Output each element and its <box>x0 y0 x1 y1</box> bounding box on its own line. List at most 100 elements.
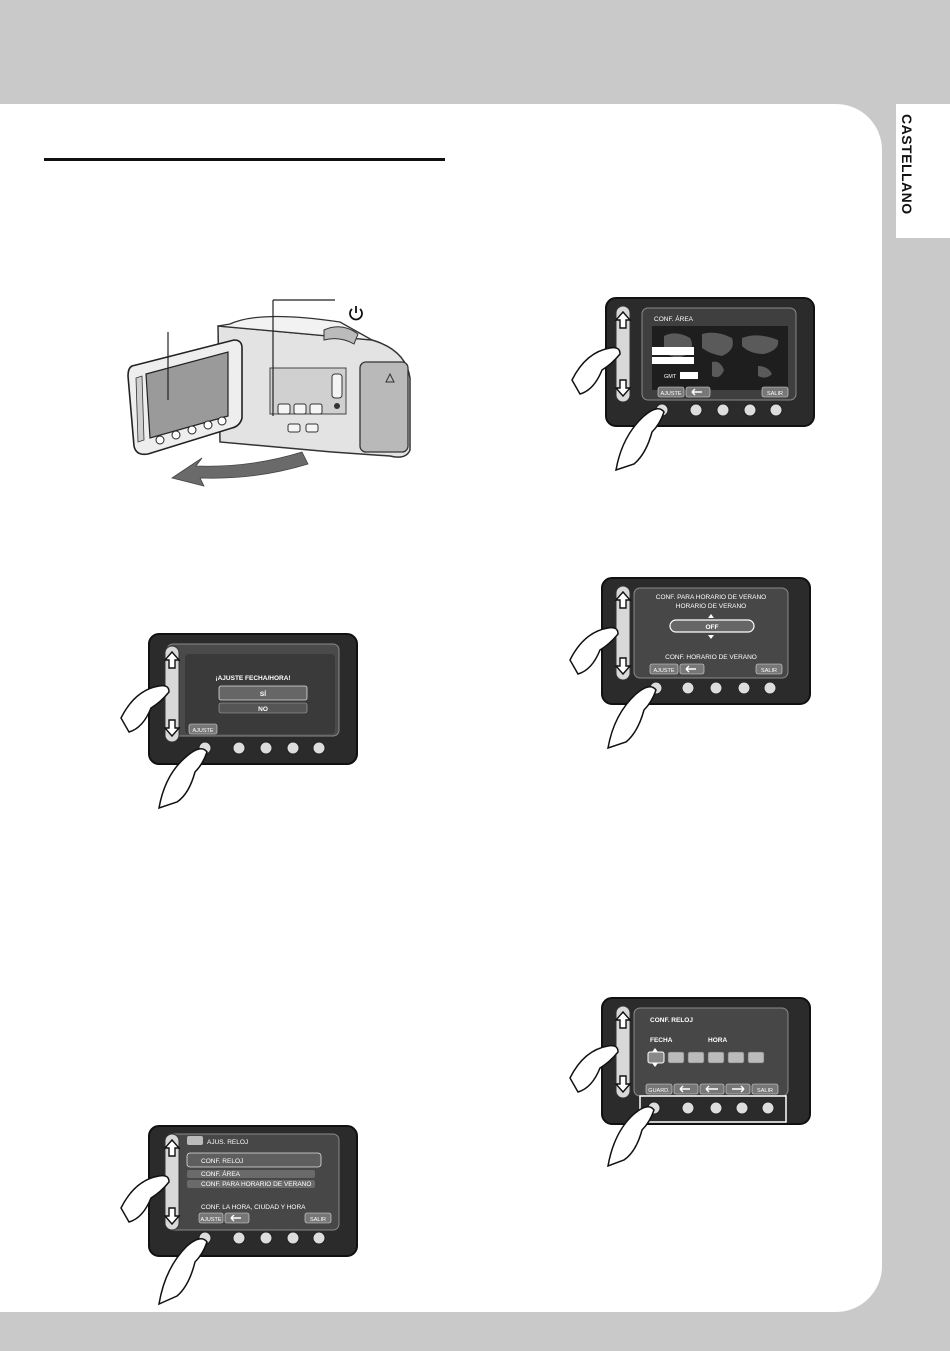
lcd-key-2[interactable] <box>232 741 246 755</box>
option-yes[interactable] <box>218 685 308 701</box>
hand-icon <box>607 1106 655 1168</box>
dst-value: OFF <box>706 624 719 631</box>
value-down-icon <box>652 1063 658 1067</box>
menu-key[interactable] <box>769 403 783 417</box>
up-arrow-icon <box>163 1138 181 1157</box>
lcd-date-prompt-figure: ¡AJUSTE FECHA/HORA! SÍ NO AJUSTE <box>120 633 358 810</box>
set-button[interactable] <box>188 723 218 735</box>
lcd-clock-set-figure: CONF. RELOJ FECHA HORA GUARD. SALIR <box>569 997 811 1168</box>
up-arrow-icon <box>614 310 632 329</box>
lcd-key-2[interactable] <box>689 403 703 417</box>
set-button-label: AJUSTE <box>653 668 674 674</box>
lcd-area-figure: CONF. ÁREA GMT AJUSTE SALIR <box>571 297 815 472</box>
down-arrow-icon <box>163 719 181 738</box>
exit-button-label: SALIR <box>767 391 783 397</box>
down-arrow-icon <box>614 657 632 676</box>
hand-icon <box>571 346 621 395</box>
set-button[interactable] <box>649 663 679 675</box>
dst-subtitle: HORARIO DE VERANO <box>676 603 746 610</box>
down-arrow-icon <box>163 1207 181 1226</box>
save-button[interactable] <box>645 1083 673 1095</box>
time-field[interactable] <box>727 1051 745 1064</box>
section-heading-rule <box>44 158 445 161</box>
menu-header: AJUS. RELOJ <box>207 1139 248 1146</box>
time-field[interactable] <box>707 1051 725 1064</box>
lcd-key-3[interactable] <box>259 1231 273 1245</box>
option-no-label: NO <box>258 706 268 713</box>
lcd-key-4[interactable] <box>743 403 757 417</box>
return-arrow-icon <box>691 388 702 396</box>
lcd-key-4[interactable] <box>737 681 751 695</box>
hand-icon <box>569 626 619 675</box>
power-icon <box>349 306 363 321</box>
lcd-clock-menu-figure: AJUS. RELOJ CONF. RELOJ CONF. ÁREA CONF.… <box>120 1125 358 1306</box>
set-button-label: AJUSTE <box>200 1217 221 1223</box>
dst-title: CONF. PARA HORARIO DE VERANO <box>656 594 766 601</box>
menu-hint: CONF. LA HORA, CIUDAD Y HORA <box>201 1204 306 1211</box>
lcd-key-3[interactable] <box>709 681 723 695</box>
date-field[interactable] <box>667 1051 685 1064</box>
right-arrow-icon <box>732 1085 745 1093</box>
return-arrow-icon <box>679 1085 690 1093</box>
dst-value-field[interactable] <box>669 619 755 633</box>
up-arrow-icon <box>614 1010 632 1029</box>
lcd-dst-figure: CONF. PARA HORARIO DE VERANO HORARIO DE … <box>569 577 811 750</box>
up-arrow-icon <box>614 590 632 609</box>
lcd-key-4[interactable] <box>286 741 300 755</box>
exit-button[interactable] <box>751 1083 779 1095</box>
lcd-key-2[interactable] <box>681 681 695 695</box>
area-title: CONF. ÁREA <box>654 314 694 323</box>
hand-icon <box>607 686 657 750</box>
value-up-icon <box>708 614 714 618</box>
clock-set-title: CONF. RELOJ <box>650 1017 693 1024</box>
value-down-icon <box>708 635 714 639</box>
lcd-key-3[interactable] <box>259 741 273 755</box>
lcd-key-3[interactable] <box>709 1101 723 1115</box>
lcd-key-2[interactable] <box>681 1101 695 1115</box>
camcorder-illustration <box>127 299 411 487</box>
exit-button[interactable] <box>304 1212 332 1224</box>
menu-item-area[interactable] <box>187 1170 315 1178</box>
exit-button-label: SALIR <box>757 1088 773 1094</box>
menu-key[interactable] <box>312 1231 326 1245</box>
set-button[interactable] <box>198 1212 224 1224</box>
menu-item-dst-label: CONF. PARA HORARIO DE VERANO <box>201 1181 311 1188</box>
time-label: HORA <box>708 1037 727 1044</box>
date-label: FECHA <box>650 1037 673 1044</box>
set-button-label: AJUSTE <box>660 391 681 397</box>
return-arrow-icon <box>685 665 696 673</box>
date-field[interactable] <box>647 1051 665 1064</box>
clock-menu-icon <box>187 1136 203 1145</box>
menu-item-clock[interactable] <box>186 1152 322 1168</box>
time-field[interactable] <box>747 1051 765 1064</box>
menu-item-clock-label: CONF. RELOJ <box>201 1158 243 1165</box>
option-no[interactable] <box>218 702 308 714</box>
menu-key[interactable] <box>763 681 777 695</box>
date-field[interactable] <box>687 1051 705 1064</box>
exit-button[interactable] <box>761 386 789 398</box>
hand-icon <box>158 1238 208 1306</box>
exit-button-label: SALIR <box>310 1217 326 1223</box>
set-button[interactable] <box>657 386 685 398</box>
lcd-key-2[interactable] <box>232 1231 246 1245</box>
menu-key[interactable] <box>312 741 326 755</box>
lcd-key-4[interactable] <box>735 1101 749 1115</box>
return-arrow-icon <box>230 1214 241 1222</box>
hand-icon <box>569 1044 619 1093</box>
lcd-key-4[interactable] <box>286 1231 300 1245</box>
language-tab: CASTELLANO <box>896 104 950 238</box>
hand-icon <box>120 1174 170 1223</box>
left-arrow-icon <box>705 1085 718 1093</box>
menu-item-area-label: CONF. ÁREA <box>201 1169 241 1178</box>
prompt-title: ¡AJUSTE FECHA/HORA! <box>215 675 290 682</box>
hand-icon <box>615 408 665 472</box>
value-up-icon <box>652 1048 658 1052</box>
menu-item-dst[interactable] <box>187 1180 315 1188</box>
lcd-key-3[interactable] <box>716 403 730 417</box>
exit-button[interactable] <box>755 663 783 675</box>
option-yes-label: SÍ <box>260 689 266 698</box>
language-tab-label: CASTELLANO <box>899 114 915 215</box>
gmt-label: GMT <box>664 374 677 380</box>
menu-key[interactable] <box>761 1101 775 1115</box>
down-arrow-icon <box>614 1075 632 1094</box>
